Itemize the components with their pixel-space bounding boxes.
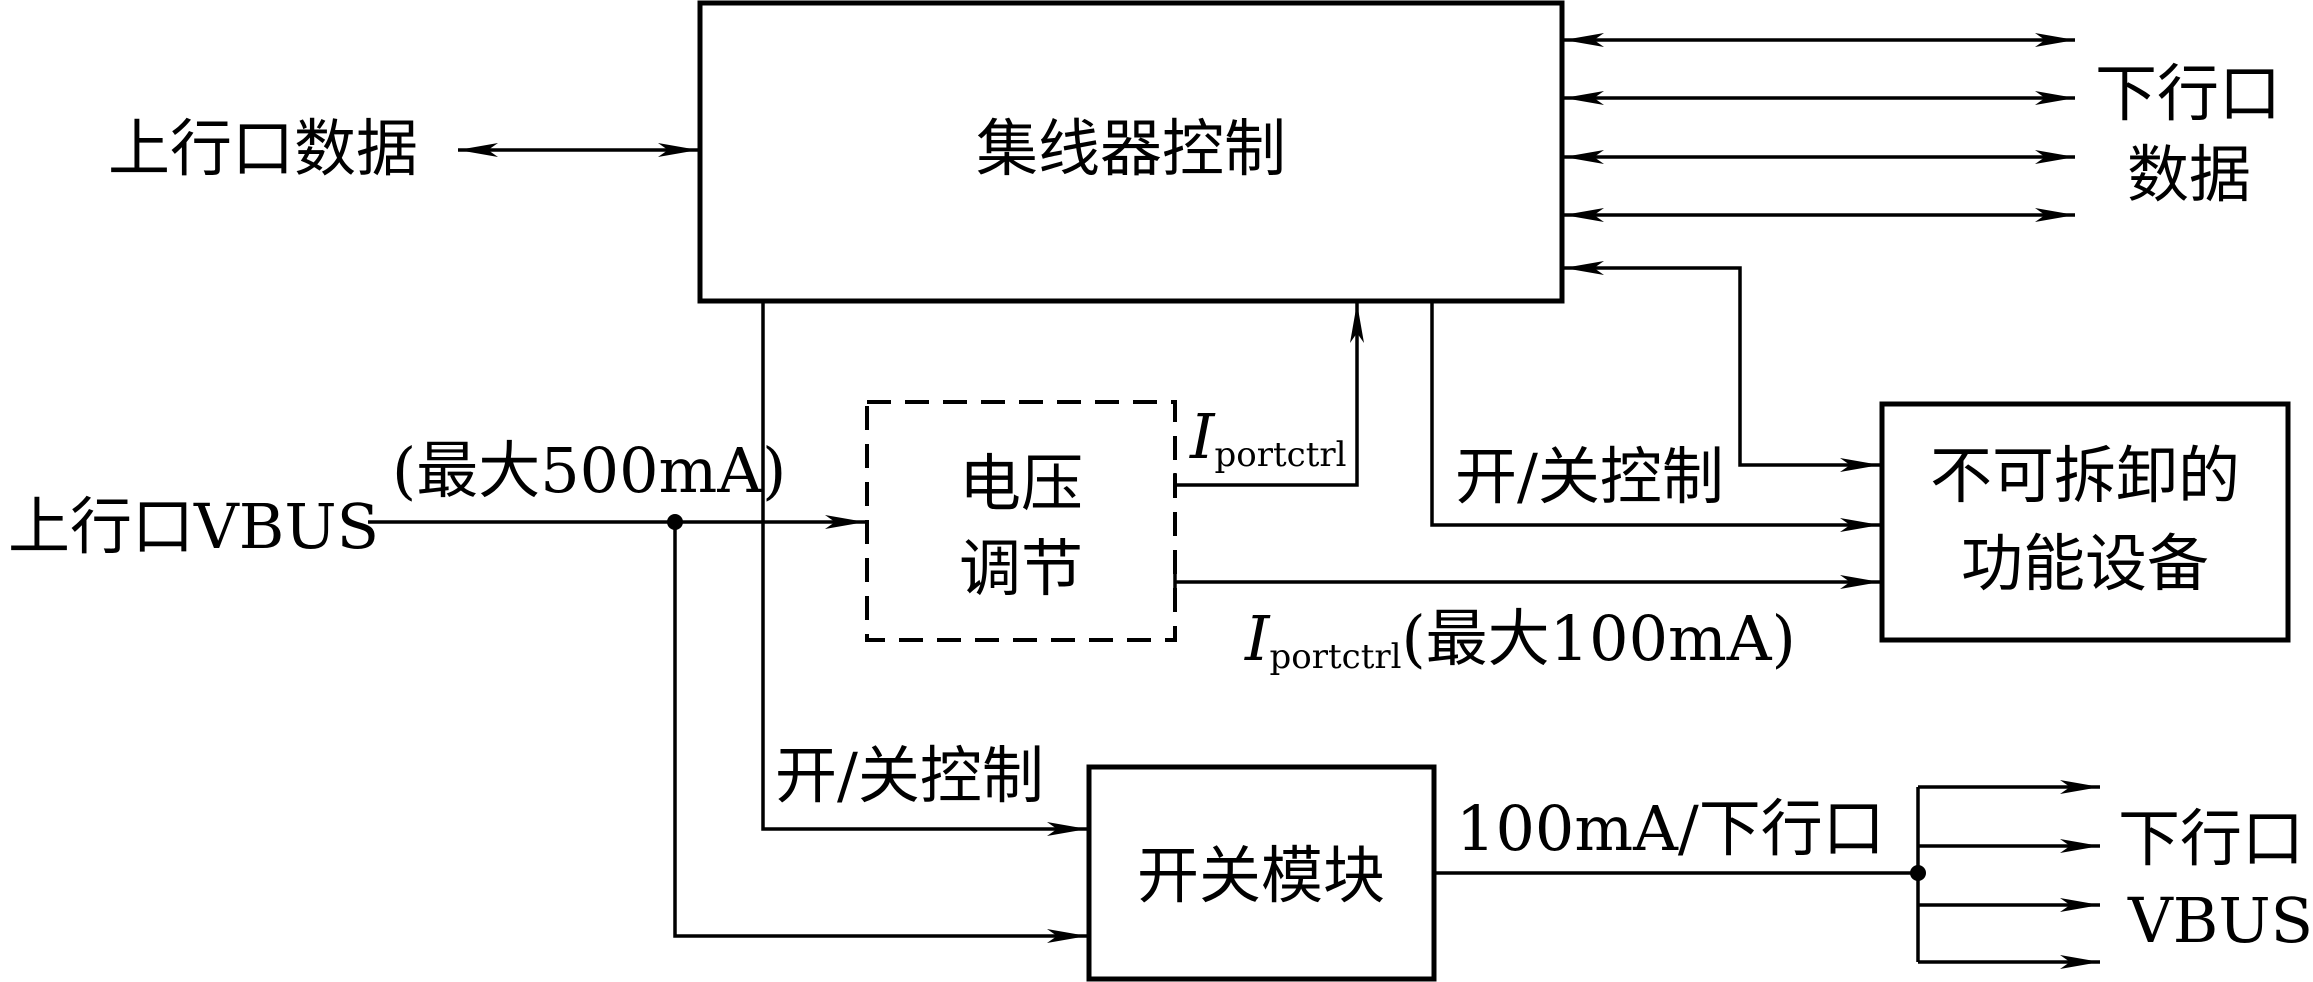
downstream-data-label-line1: 下行口	[2095, 57, 2281, 130]
switch-onoff-control-line	[761, 301, 1087, 836]
downstream-data-arrows	[1564, 32, 2075, 222]
iportctrl-bottom-label: Iportctrl(最大100mA)	[1244, 602, 1796, 677]
non-removable-device-label-line1: 不可拆卸的	[1930, 439, 2240, 512]
voltage-regulator-label-line1: 电压	[959, 447, 1083, 520]
per-port-100ma-label: 100mA/下行口	[1456, 792, 1885, 865]
device-onoff-control-line	[1430, 301, 1880, 532]
voltage-regulator-label-line2: 调节	[959, 532, 1083, 605]
hub-control-label: 集线器控制	[976, 112, 1286, 185]
switch-module-block: 开关模块	[1086, 764, 1437, 982]
max-500ma-label: (最大500mA)	[392, 434, 786, 507]
device-onoff-control-label: 开/关控制	[1455, 440, 1724, 513]
vbus-to-switch-line	[673, 522, 1087, 943]
non-removable-device-label-line2: 功能设备	[1961, 527, 2209, 600]
downstream-vbus-label-line1: 下行口	[2118, 802, 2304, 875]
switch-module-label: 开关模块	[1137, 839, 1385, 912]
downstream-vbus-arrows	[1916, 780, 2100, 969]
downstream-vbus-label-line2: VBUS	[2127, 884, 2313, 957]
iportctrl-feedback-line	[1173, 303, 1364, 497]
iportctrl-supply-line	[1173, 570, 1880, 594]
upstream-vbus-label: 上行口VBUS	[8, 490, 379, 563]
upstream-data-label: 上行口数据	[108, 112, 418, 185]
hub-control-block: 集线器控制	[697, 0, 1565, 304]
hub-to-device-data-arrow	[1564, 261, 1880, 472]
non-removable-device-block: 不可拆卸的 功能设备	[1879, 401, 2291, 643]
switch-onoff-control-label: 开/关控制	[775, 739, 1044, 812]
iportctrl-top-label: Iportctrl	[1189, 400, 1346, 475]
downstream-data-label-line2: 数据	[2127, 138, 2251, 211]
voltage-regulator-block: 电压 调节	[865, 400, 1177, 642]
